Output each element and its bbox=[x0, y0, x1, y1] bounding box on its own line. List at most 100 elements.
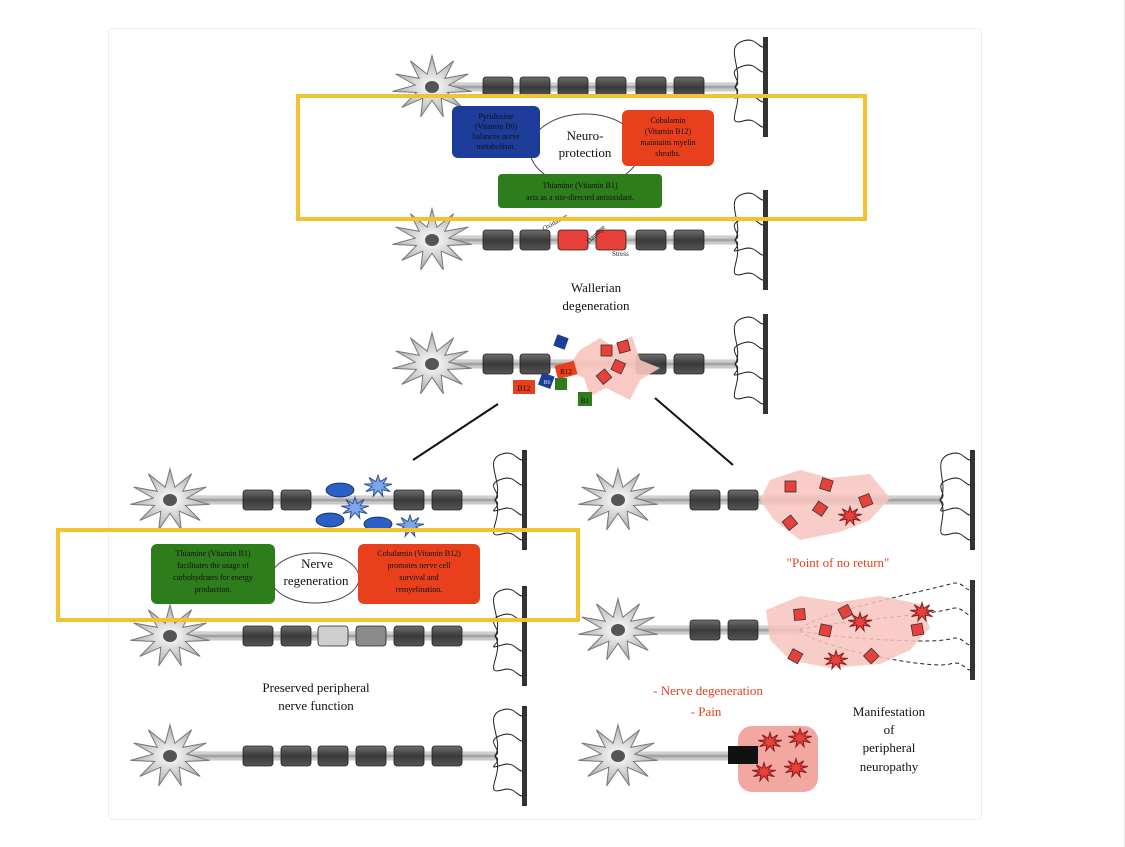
neuron-2-myelin-1 bbox=[519, 229, 551, 251]
thiamine-box-top bbox=[498, 174, 662, 208]
neuron-6-myelin-5 bbox=[431, 745, 463, 767]
neuron-5-nucleus bbox=[163, 630, 177, 642]
inflamed-cell-2 bbox=[824, 648, 848, 671]
cobalamin-bottom-line3: survival and bbox=[399, 573, 438, 582]
point-of-no-return-label: "Point of no return" bbox=[787, 555, 890, 570]
neuron-4-myelin-0 bbox=[242, 489, 274, 511]
neuron-2-target bbox=[763, 190, 768, 290]
neuron-6-myelin-1 bbox=[280, 745, 312, 767]
cobalamin-box-top bbox=[622, 110, 714, 166]
cobalamin-bottom-line2: promotes nerve cell bbox=[387, 561, 451, 570]
thiamine-bottom-line3: carbohydrates for energy bbox=[173, 573, 253, 582]
tag-b12-left bbox=[513, 380, 535, 394]
fragment-3 bbox=[616, 339, 631, 354]
manifestation-label-4: neuropathy bbox=[860, 759, 919, 774]
neuroprotection-group: Neuro- protection Pyridoxine (Vitamin B6… bbox=[452, 106, 714, 208]
highlight-neuroprotection bbox=[296, 94, 867, 221]
regeneration-label-2: regeneration bbox=[284, 573, 349, 588]
tag-b1-small bbox=[555, 378, 567, 390]
manifestation-label-1: Manifestation bbox=[853, 704, 926, 719]
neuron-1-target bbox=[763, 37, 768, 137]
neuron-3-myelin-3 bbox=[673, 353, 705, 375]
neurons-layer bbox=[130, 37, 975, 806]
neuron-1-nucleus bbox=[425, 81, 439, 93]
debris-4 bbox=[858, 492, 874, 509]
debris-8 bbox=[862, 647, 880, 665]
neuron-3-myelin-0 bbox=[482, 353, 514, 375]
neuron-8-myelin-0 bbox=[689, 619, 721, 641]
neuron-4 bbox=[130, 450, 527, 550]
tag-b6 bbox=[537, 372, 555, 389]
debris-5 bbox=[793, 608, 806, 621]
manifestation-label-2: of bbox=[884, 722, 896, 737]
schwann-cell-0 bbox=[325, 482, 355, 498]
neuron-8-myelin-1 bbox=[727, 619, 759, 641]
neuron-6-myelin-2 bbox=[317, 745, 349, 767]
neuron-9-nucleus bbox=[611, 750, 625, 762]
branch-left-line bbox=[412, 403, 499, 461]
pain-label: - Pain bbox=[691, 704, 722, 719]
tag-b12-left-text: B12 bbox=[517, 384, 530, 393]
tag-b6-text: B6 bbox=[543, 380, 550, 386]
debris-9 bbox=[837, 603, 854, 620]
neuron-3-nucleus bbox=[425, 358, 439, 370]
wallerian-label-2: degeneration bbox=[562, 298, 630, 313]
pyridoxine-line4: metabolism. bbox=[476, 142, 515, 151]
neuron-5-myelin-4 bbox=[393, 625, 425, 647]
pyridoxine-line1: Pyridoxine bbox=[478, 112, 514, 121]
highlight-regeneration bbox=[56, 528, 580, 622]
stress-label: Stress bbox=[612, 250, 629, 258]
axon-stump bbox=[728, 746, 758, 764]
neuron-4-myelin-1 bbox=[280, 489, 312, 511]
neuron-6-nucleus bbox=[163, 750, 177, 762]
vitamin-tags: B12 B6 B12 B1 bbox=[513, 334, 592, 406]
neuron-4-nucleus bbox=[163, 494, 177, 506]
cobalamin-top-line4: sheaths. bbox=[655, 149, 681, 158]
pyridoxine-line3: balances nerve bbox=[472, 132, 520, 141]
regeneration-group: Nerve regeneration Thiamine (Vitamin B1)… bbox=[151, 544, 480, 604]
thiamine-top-line1: Thiamine (Vitamin B1) bbox=[542, 181, 617, 190]
neuron-5-target bbox=[522, 586, 527, 686]
nerve-degeneration-label: - Nerve degeneration bbox=[653, 683, 763, 698]
inflamed-cell-5 bbox=[784, 756, 808, 779]
neuron-6-myelin-3 bbox=[355, 745, 387, 767]
macrophage-2 bbox=[396, 513, 424, 538]
thiamine-bottom-line4: production. bbox=[195, 585, 232, 594]
neuron-7-target bbox=[970, 450, 975, 550]
neuron-2-myelin-3 bbox=[595, 229, 627, 251]
branch-right-line bbox=[654, 397, 734, 466]
inflamed-cell-4 bbox=[758, 730, 782, 753]
neuron-2-nucleus bbox=[425, 234, 439, 246]
cobalamin-bottom-line1: Cobalamin (Vitamin B12) bbox=[377, 549, 461, 558]
debris-3 bbox=[781, 514, 799, 532]
neuron-5-myelin-2 bbox=[317, 625, 349, 647]
neuron-6-myelin-4 bbox=[393, 745, 425, 767]
inflamed-cell-1 bbox=[848, 610, 872, 633]
cobalamin-top-line3: maintains myelin bbox=[640, 138, 695, 147]
macrophage-0 bbox=[364, 473, 392, 498]
neuron-4-myelin-2 bbox=[393, 489, 425, 511]
neuron-8-nucleus bbox=[611, 624, 625, 636]
debris-7 bbox=[787, 648, 804, 665]
cobalamin-top-line2: (Vitamin B12) bbox=[645, 127, 692, 136]
cobalamin-top-line1: Cobalamin bbox=[650, 116, 685, 125]
macrophage-1 bbox=[341, 495, 369, 520]
neuron-2 bbox=[392, 190, 768, 290]
manifestation-label-3: peripheral bbox=[863, 740, 916, 755]
inflamed-cell-7 bbox=[788, 726, 812, 749]
fragment-0 bbox=[600, 344, 613, 357]
inflamed-cell-6 bbox=[752, 760, 776, 783]
neuron-5-myelin-5 bbox=[431, 625, 463, 647]
neuron-7-nucleus bbox=[611, 494, 625, 506]
fragment-1 bbox=[610, 358, 627, 375]
neuron-8-target bbox=[970, 580, 975, 680]
cobalamin-box-bottom bbox=[358, 544, 480, 604]
wallerian-label-1: Wallerian bbox=[571, 280, 622, 295]
neuron-2-myelin-5 bbox=[673, 229, 705, 251]
neuron-5 bbox=[130, 586, 527, 686]
neuron-6 bbox=[130, 706, 527, 806]
neuron-2-myelin-0 bbox=[482, 229, 514, 251]
neuron-8 bbox=[578, 580, 975, 680]
debris-6 bbox=[818, 623, 833, 638]
